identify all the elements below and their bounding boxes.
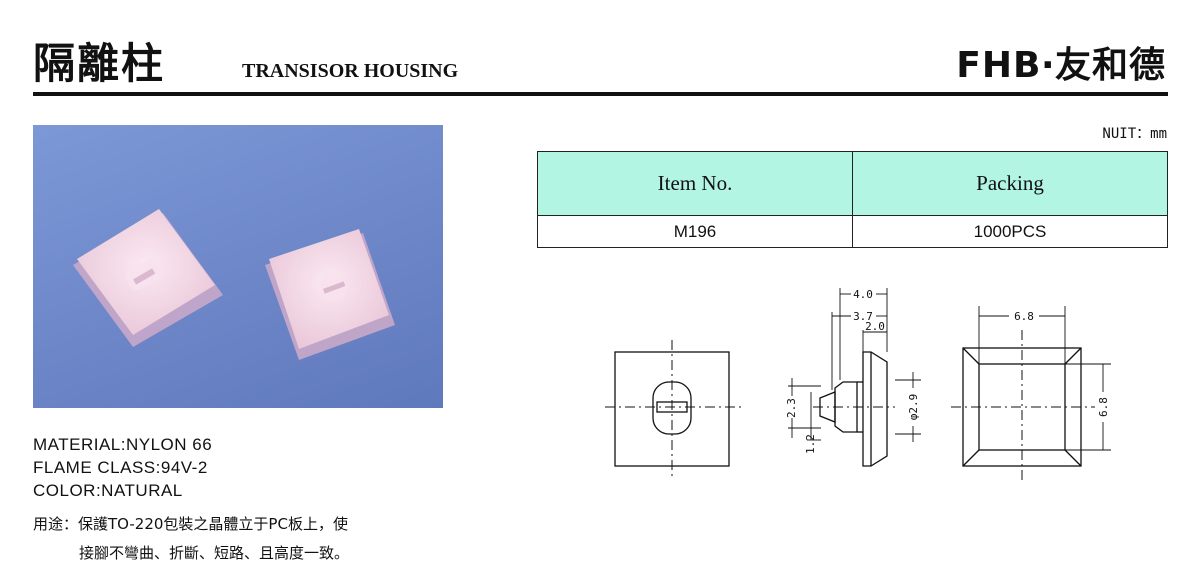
brand-logo: FHB‧友和德 [956,45,1166,86]
dim-label-phi-2-9: φ2.9 [907,394,920,421]
spec-color: COLOR:NATURAL [33,481,183,500]
table-header-row: Item No. Packing [537,151,1168,216]
usage-description: 用途：保護TO-220包裝之晶體立于PC板上，使 接腳不彎曲、折斷、短路、且高度… [33,510,453,568]
column-header-item-no: Item No. [537,151,853,216]
dim-label-width-6-8: 6.8 [1014,310,1034,323]
spec-flame-class: FLAME CLASS:94V-2 [33,458,208,477]
product-photo [33,125,443,408]
page-title-chinese: 隔離柱 [33,39,166,88]
cell-packing: 1000PCS [852,215,1168,248]
item-table: Item No. Packing M196 1000PCS [537,151,1168,248]
usage-line-1: 用途：保護TO-220包裝之晶體立于PC板上，使 [33,515,348,533]
specifications: MATERIAL:NYLON 66 FLAME CLASS:94V-2 COLO… [33,433,212,502]
product-photo-illustration [73,209,395,360]
front-view [605,340,745,476]
technical-drawing: 4.0 3.7 2.0 2.3 1.2 φ2.9 6.8 6.8 [595,280,1155,514]
spec-material: MATERIAL:NYLON 66 [33,435,213,454]
page-title-english: TRANSISOR HOUSING [242,60,459,82]
dim-label-3-7: 3.7 [853,310,873,323]
dim-label-height-6-8: 6.8 [1097,397,1110,417]
housing-right [265,229,395,360]
dim-label-4-0: 4.0 [853,288,873,301]
column-header-packing: Packing [852,151,1168,216]
dim-label-1-2: 1.2 [804,434,817,454]
housing-left [73,209,223,347]
top-view [951,306,1111,484]
side-view [788,288,921,467]
usage-line-2: 接腳不彎曲、折斷、短路、且高度一致。 [79,544,350,562]
cell-item-no: M196 [537,215,853,248]
unit-label: NUIT：mm [1102,126,1167,142]
header-divider [33,92,1168,96]
dim-label-2-0: 2.0 [865,320,885,333]
table-row: M196 1000PCS [537,215,1168,248]
dim-label-2-3: 2.3 [785,398,798,418]
